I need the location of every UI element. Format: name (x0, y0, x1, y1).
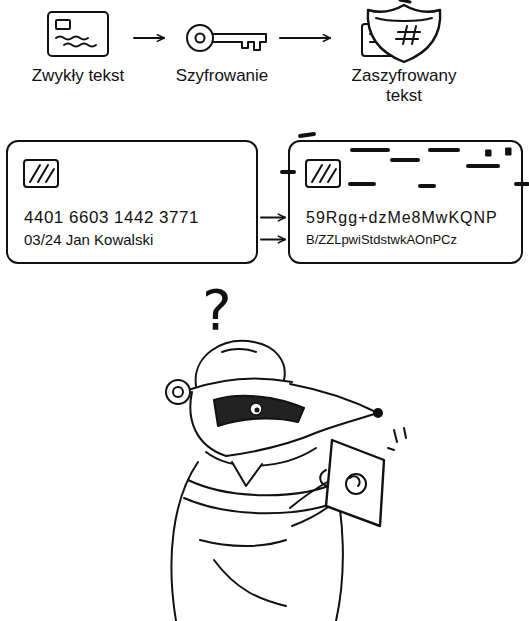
card-text: 59Rgg+dzMe8MwKQNP (306, 206, 498, 229)
card: 4401 6603 1442 377103/24 Jan Kowalski (6, 140, 258, 264)
document-node: Zwykły tekst (25, 4, 131, 86)
arrow-connector (261, 217, 285, 219)
node-label: Zwykły tekst (25, 66, 131, 86)
card-chip (306, 160, 340, 187)
raccoon-figure (166, 341, 406, 621)
card-chip (24, 160, 58, 187)
key-node: Szyfrowanie (167, 4, 277, 86)
card-text: 03/24 Jan Kowalski (24, 229, 199, 250)
arrow-connector (280, 37, 330, 39)
shield-node: Zaszyfrowany tekst (333, 0, 475, 106)
key-icon (187, 25, 266, 51)
encrypted-card: 59Rgg+dzMe8MwKQNPB/ZZLpwiStdstwkAOnPCz (288, 140, 523, 264)
card-text-block: 59Rgg+dzMe8MwKQNPB/ZZLpwiStdstwkAOnPCz (306, 206, 498, 250)
node-label: Szyfrowanie (167, 66, 277, 86)
node-label: Zaszyfrowany tekst (333, 66, 475, 106)
card-text: 4401 6603 1442 3771 (24, 206, 199, 229)
arrow-connector (134, 37, 164, 39)
document-icon (48, 12, 108, 56)
card-text: B/ZZLpwiStdstwkAOnPCz (306, 229, 498, 250)
arrow-connector (261, 239, 285, 241)
question-mark: ? (202, 280, 232, 340)
card-text-block: 4401 6603 1442 377103/24 Jan Kowalski (24, 206, 199, 250)
shield-icon (362, 0, 440, 62)
